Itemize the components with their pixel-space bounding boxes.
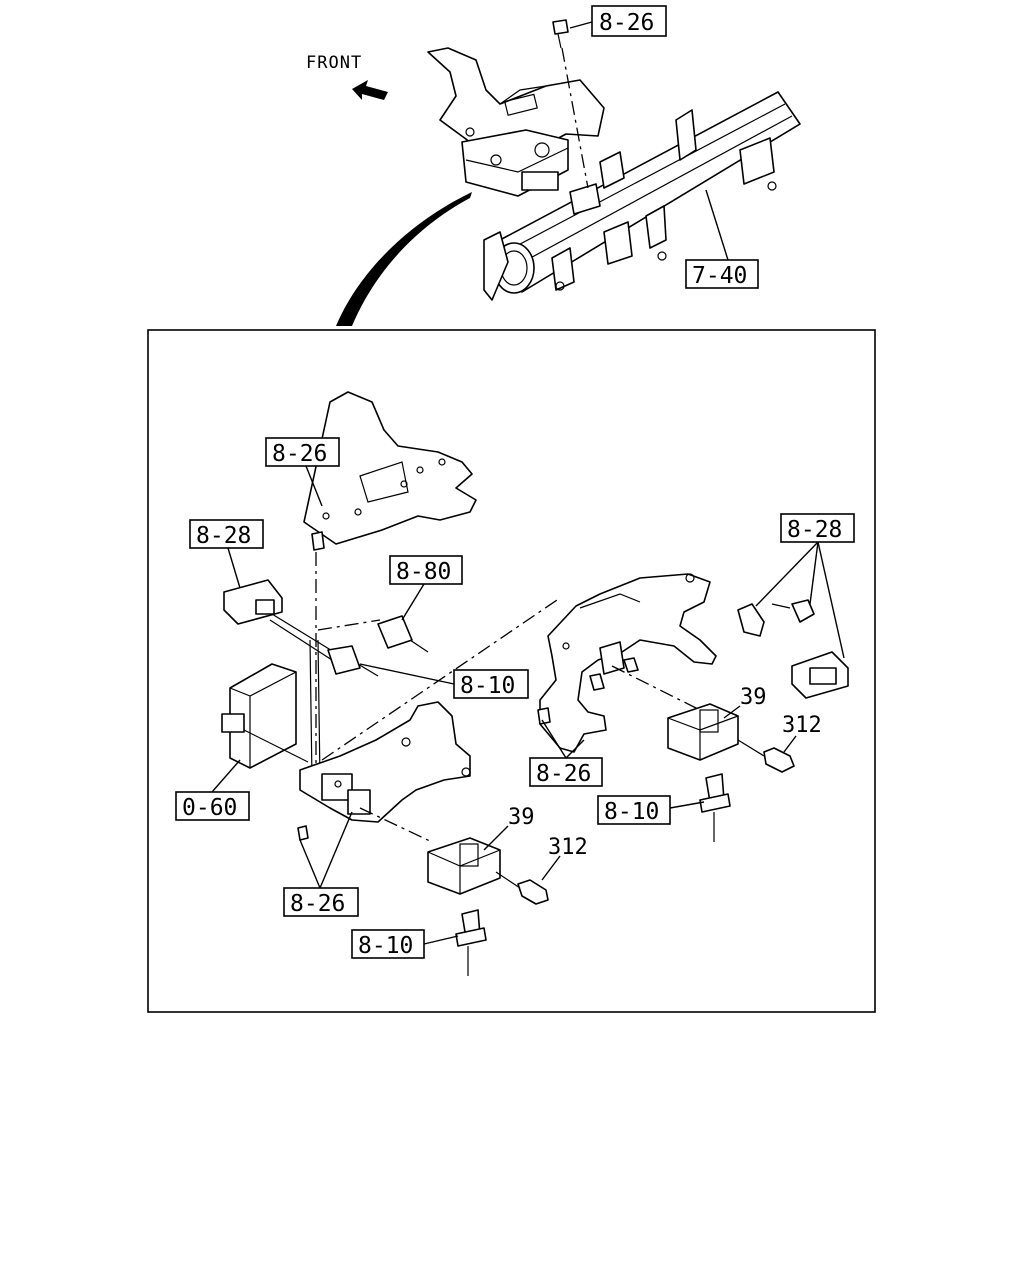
callout-sensor-right: 8-10 [604,799,659,825]
callout-part-312-left: 312 [548,835,588,860]
callout-bracket-right: 8-26 [536,761,591,787]
overview-illustration: FRONT [306,5,801,326]
callout-part-312-right: 312 [782,713,822,738]
callout-top-bolt: 8-26 [599,10,654,36]
bracket-assembly [427,47,605,215]
connector-mid [327,645,361,675]
connector-8-80 [377,615,413,649]
detail-frame [147,329,876,1013]
callout-crossmember: 7-40 [692,263,747,289]
callout-connectors-right: 8-28 [787,517,842,543]
top-bolt [552,19,589,189]
callout-connector-left: 8-28 [196,523,251,549]
front-arrow-icon [352,80,388,100]
front-label: FRONT [306,53,362,73]
detail-pointer-arrow [336,192,472,326]
callout-connector-small: 8-10 [460,673,515,699]
callout-module-left: 0-60 [182,795,237,821]
crossmember [483,91,801,301]
detail-illustration: 8-26 8-28 8-80 8-10 0-60 8-26 8-26 8-28 [175,391,855,976]
callout-bracket-upper: 8-26 [272,441,327,467]
upper-bracket [303,391,477,545]
callout-sensor-bottom: 8-10 [358,933,413,959]
module-left [229,663,297,769]
callout-bracket-lower-left: 8-26 [290,891,345,917]
callout-connector-mid: 8-80 [396,559,451,585]
bracket-lower-left [299,701,471,823]
callout-part-39-left: 39 [508,805,535,830]
callout-part-39-right: 39 [740,685,767,710]
